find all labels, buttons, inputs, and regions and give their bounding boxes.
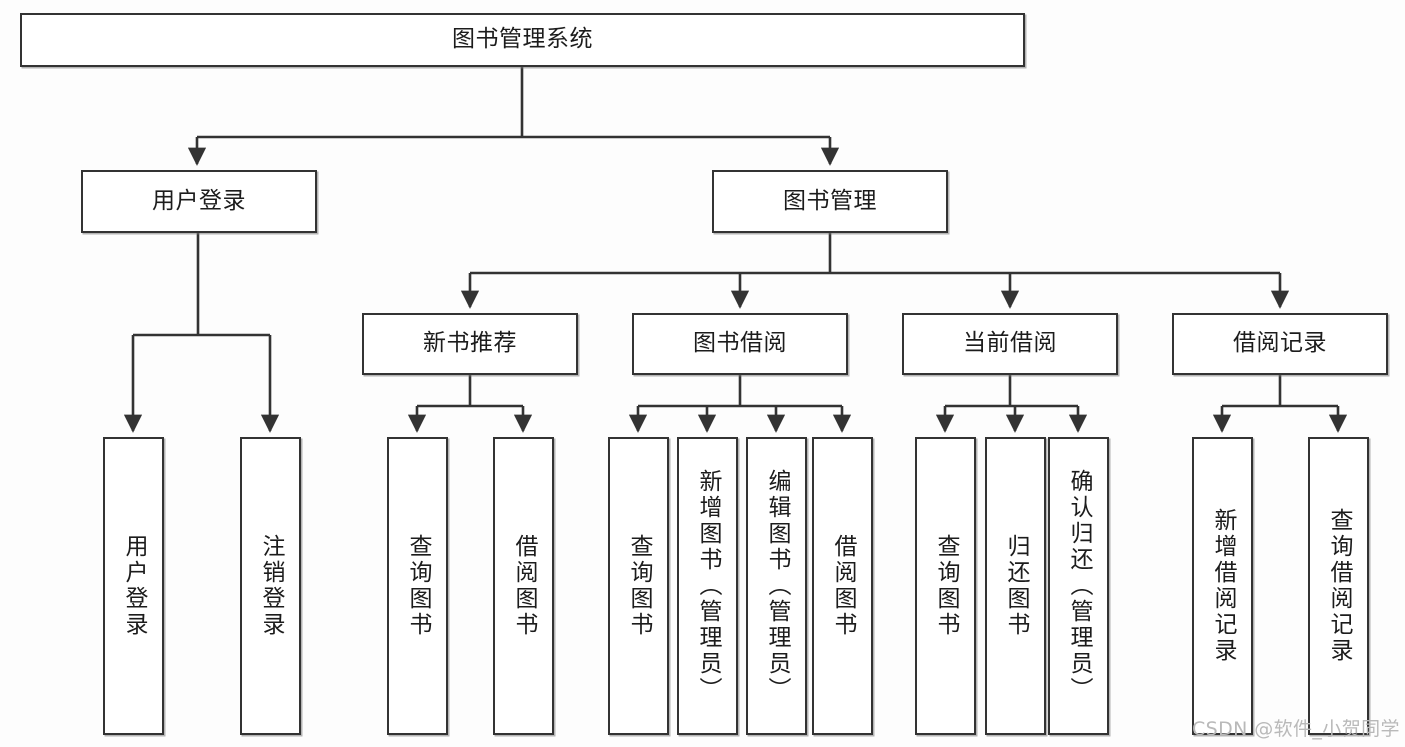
node-user-login[interactable]: 用户登录 (81, 170, 317, 233)
leaf-current-return-book[interactable]: 归还图书 (985, 437, 1046, 735)
node-label: 查询图书 (933, 534, 959, 638)
node-label: 图书管理 (783, 187, 877, 214)
node-label: 借阅记录 (1233, 330, 1327, 357)
leaf-borrow-add-book-admin[interactable]: 新增图书（管理员） (677, 437, 738, 735)
node-label: 新增借阅记录 (1210, 508, 1236, 664)
node-label: 注销登录 (258, 534, 284, 638)
node-label: 当前借阅 (963, 330, 1057, 357)
node-label: 新书推荐 (423, 330, 517, 357)
leaf-recommend-query-book[interactable]: 查询图书 (387, 437, 448, 735)
node-label: 用户登录 (152, 187, 246, 214)
node-borrow-record[interactable]: 借阅记录 (1172, 313, 1388, 375)
node-new-book-recommend[interactable]: 新书推荐 (362, 313, 578, 375)
leaf-borrow-borrow-book[interactable]: 借阅图书 (812, 437, 873, 735)
node-label: 确认归还（管理员） (1066, 469, 1092, 703)
leaf-current-query-book[interactable]: 查询图书 (915, 437, 976, 735)
leaf-recommend-borrow-book[interactable]: 借阅图书 (493, 437, 554, 735)
node-current-borrow[interactable]: 当前借阅 (902, 313, 1118, 375)
node-label: 查询借阅记录 (1326, 508, 1352, 664)
node-root-book-management-system[interactable]: 图书管理系统 (20, 13, 1025, 67)
node-label: 查询图书 (626, 534, 652, 638)
node-label: 借阅图书 (511, 534, 537, 638)
node-book-borrow[interactable]: 图书借阅 (632, 313, 848, 375)
node-label: 编辑图书（管理员） (764, 469, 790, 703)
leaf-borrow-edit-book-admin[interactable]: 编辑图书（管理员） (746, 437, 807, 735)
leaf-user-login-logout[interactable]: 注销登录 (240, 437, 301, 735)
node-label: 归还图书 (1003, 534, 1029, 638)
node-label: 新增图书（管理员） (695, 469, 721, 703)
node-book-management[interactable]: 图书管理 (712, 170, 948, 233)
leaf-record-add-record[interactable]: 新增借阅记录 (1192, 437, 1253, 735)
leaf-record-query-record[interactable]: 查询借阅记录 (1308, 437, 1369, 735)
node-label: 用户登录 (121, 534, 147, 638)
node-label: 查询图书 (405, 534, 431, 638)
node-label: 图书借阅 (693, 330, 787, 357)
node-label: 借阅图书 (830, 534, 856, 638)
leaf-borrow-query-book[interactable]: 查询图书 (608, 437, 669, 735)
node-label: 图书管理系统 (452, 26, 593, 53)
leaf-current-confirm-return-admin[interactable]: 确认归还（管理员） (1048, 437, 1109, 735)
leaf-user-login-login[interactable]: 用户登录 (103, 437, 164, 735)
